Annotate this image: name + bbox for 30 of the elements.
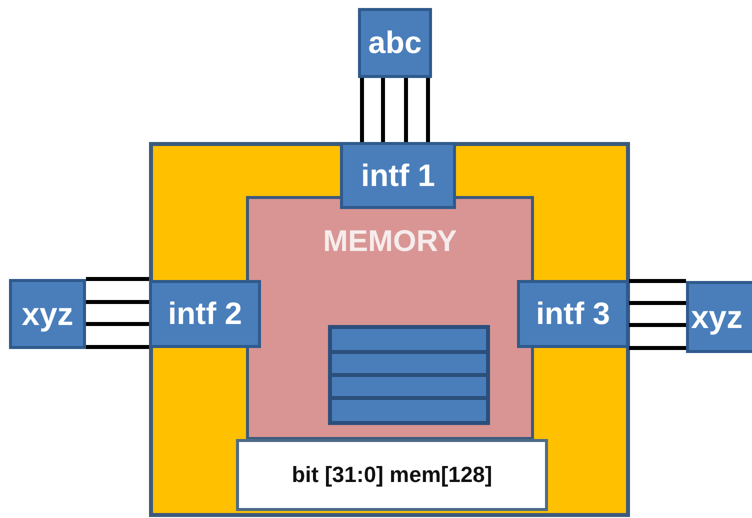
- bus-line: [629, 346, 686, 350]
- label: intf 2: [168, 296, 242, 332]
- bus-line: [86, 277, 149, 281]
- bus-line: [86, 345, 149, 349]
- bus-line: [381, 78, 385, 142]
- bus-line: [86, 322, 149, 326]
- declaration-text: bit [31:0] mem[128]: [292, 462, 492, 488]
- memory-array-icon: [328, 325, 490, 425]
- interface-box: [340, 142, 456, 209]
- port-box: [358, 8, 432, 78]
- bus-line: [360, 78, 364, 142]
- bus-line: [86, 300, 149, 304]
- interface-box: [517, 280, 629, 348]
- bus-line: [629, 323, 686, 327]
- label: xyz: [22, 296, 74, 332]
- interface-box: [149, 280, 261, 348]
- label: intf 3: [536, 296, 610, 332]
- port-box: [686, 281, 752, 353]
- bus-line: [629, 301, 686, 305]
- label: MEMORY: [323, 225, 457, 259]
- label: intf 1: [360, 158, 436, 194]
- label: abc: [368, 25, 422, 61]
- declaration-box: [236, 439, 548, 511]
- port-box: [9, 279, 86, 349]
- memory-block: [246, 196, 534, 440]
- label: xyz: [691, 298, 743, 336]
- bus-line: [404, 78, 408, 142]
- bus-line: [629, 279, 686, 283]
- module-block: [149, 142, 630, 517]
- bus-line: [426, 78, 430, 142]
